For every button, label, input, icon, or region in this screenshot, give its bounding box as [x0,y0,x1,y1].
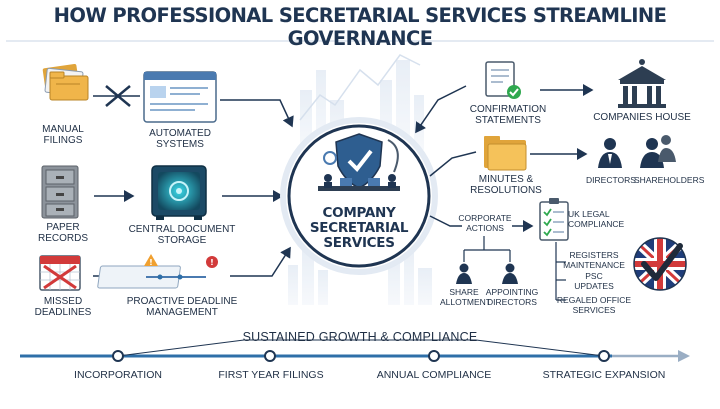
appointing-director-person-icon [502,263,518,284]
arrow-automated-to-center [220,99,294,128]
center-label: COMPANY SECRETARIAL SERVICES [309,205,409,251]
share-allotment-person-icon [456,263,472,284]
svg-text:!: ! [149,258,153,267]
arrow-center-to-corporate-actions [429,215,462,227]
filing-cabinet-icon [41,165,79,219]
label-appointing-directors: APPOINTING DIRECTORS [485,287,539,307]
label-corporate-actions: CORPORATE ACTIONS [458,213,512,233]
timeline-node-annual [428,350,440,362]
label-missed-deadlines: MISSED DEADLINES [34,296,92,318]
checklist-icon [539,198,569,241]
label-share-allotment: SHARE ALLOTMENT [440,287,492,307]
label-manual-filings: MANUAL FILINGS [42,124,84,146]
label-companies-house: COMPANIES HOUSE [593,112,691,123]
compliance-bracket [555,242,566,301]
arrow-center-to-minutes [429,151,477,177]
timeline-bar [20,339,690,362]
folder-icon [484,136,527,171]
uk-flag-check-icon [633,237,687,291]
label-shareholders: SHAREHOLDERS [634,175,705,185]
timeline-label-strategic-expansion: STRATEGIC EXPANSION [542,369,666,381]
folder-stack-icon [42,64,89,101]
label-registered-office-services: REGALED OFFICE SERVICES [556,295,632,315]
label-minutes-resolutions: MINUTES & RESOLUTIONS [470,174,542,196]
arrow-center-to-confirmation [415,85,467,134]
svg-text:!: ! [210,258,214,267]
timeline-label-annual-compliance: ANNUAL COMPLIANCE [376,369,492,381]
label-directors: DIRECTORS [586,175,636,185]
label-uk-legal-compliance: UK LEGAL COMPLIANCE [568,209,625,229]
director-person-icon [598,138,622,168]
shareholders-icon [640,135,676,168]
timeline-node-strategic [598,350,610,362]
label-central-document-storage: CENTRAL DOCUMENT STORAGE [128,224,236,246]
digital-safe-icon [151,165,207,220]
meeting-people-icon [318,174,400,191]
shield-check-icon [323,133,399,189]
corporate-actions-tree [463,236,511,262]
arrow-proactive-to-center [230,246,291,277]
page-title: HOW PROFESSIONAL SECRETARIAL SERVICES ST… [53,4,667,50]
courthouse-icon [618,59,666,108]
label-automated-systems: AUTOMATED SYSTEMS [149,128,211,150]
timeline-node-first-year [264,350,276,362]
label-confirmation-statements: CONFIRMATION STATEMENTS [469,104,547,126]
browser-window-icon [143,71,217,123]
timeline-warning-icon: ! ! [97,254,218,289]
label-paper-records: PAPER RECORDS [37,222,88,244]
timeline-label-first-year-filings: FIRST YEAR FILINGS [218,369,324,381]
calendar-x-icon [39,255,81,291]
timeline-node-incorporation [112,350,124,362]
timeline-label-incorporation: INCORPORATION [74,369,162,381]
label-registers-maintenance: REGISTERS MAINTENANCE [563,250,625,270]
growth-label: SUSTAINED GROWTH & COMPLIANCE [242,330,478,344]
document-check-icon [485,61,521,99]
label-psc-updates: PSC UPDATES [574,271,614,291]
label-proactive-deadline-management: PROACTIVE DEADLINE MANAGEMENT [126,296,238,318]
